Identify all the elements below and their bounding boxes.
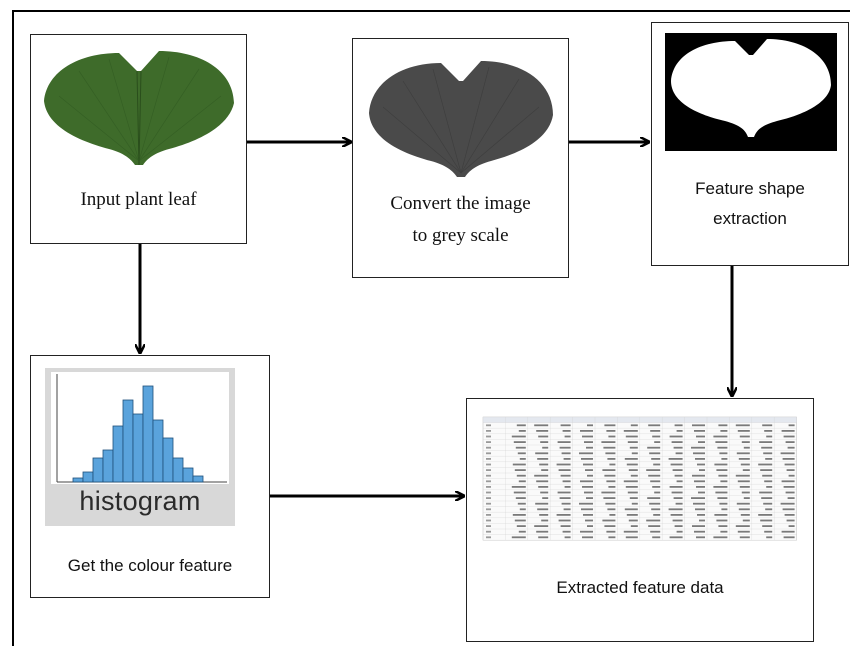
histogram-bar [192, 475, 204, 483]
histogram-bar [182, 467, 194, 483]
colour-feature-label: Get the colour feature [67, 556, 233, 575]
outer-frame [12, 10, 850, 646]
extracted-data-label: Extracted feature data [556, 578, 724, 597]
shape-label-line2: extraction [713, 209, 787, 228]
grey-leaf-image [369, 61, 553, 177]
greyscale-label-line1: Convert the image [390, 193, 531, 214]
green-leaf-image [44, 51, 234, 166]
input-leaf-box: Input plant leaf [30, 34, 247, 244]
binary-leaf-image [665, 33, 837, 151]
histogram-word: histogram [79, 486, 201, 516]
spreadsheet-grid [482, 416, 797, 541]
input-leaf-label: Input plant leaf [80, 189, 197, 210]
greyscale-box: Convert the image to grey scale [352, 38, 569, 278]
shape-label-line1: Feature shape [695, 179, 805, 198]
colour-feature-box: histogram Get the colour feature [30, 355, 270, 598]
extracted-data-box: Extracted feature data [466, 398, 814, 642]
histogram-image: histogram [45, 368, 235, 526]
histogram-plot [51, 372, 229, 484]
greyscale-label-line2: to grey scale [412, 225, 509, 246]
shape-extraction-box: Feature shape extraction [651, 22, 849, 266]
white-leaf-silhouette [671, 39, 831, 137]
feature-spreadsheet-image [481, 407, 797, 547]
histogram-bars [56, 374, 227, 483]
leaf-blade [44, 51, 234, 165]
